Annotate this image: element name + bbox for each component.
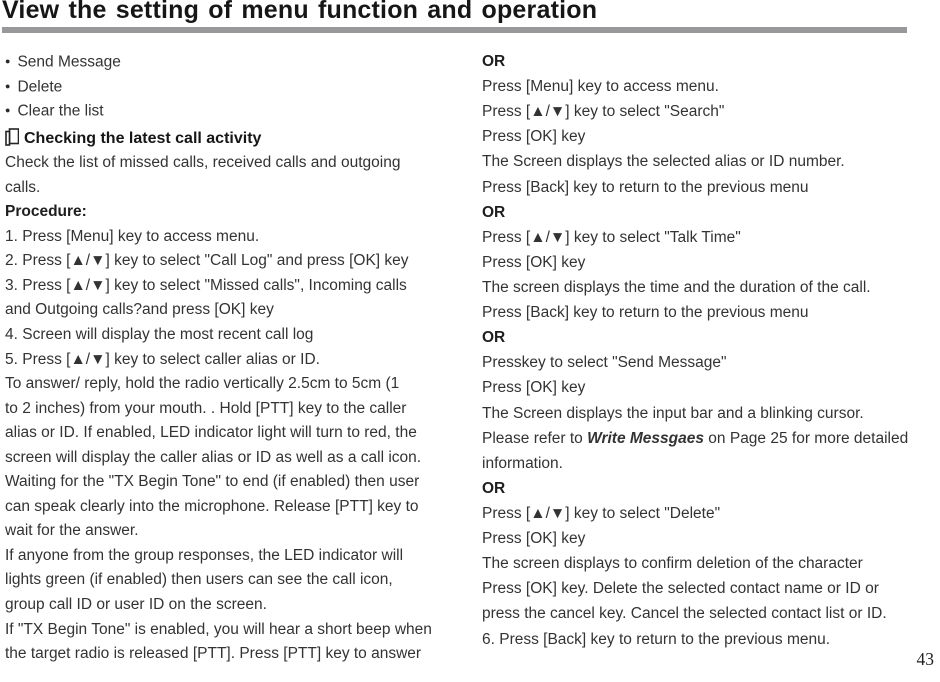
text-line: 3. Press [▲/▼] key to select "Missed cal… [5,276,407,294]
title-rule [2,27,907,33]
text-line: press the cancel key. Cancel the selecte… [482,605,887,623]
bullet-icon: ● [5,105,11,116]
or-divider-label: OR [482,329,506,347]
text-line: If "TX Begin Tone" is enabled, you will … [5,620,432,638]
or-divider-label: Procedure: [5,203,87,221]
bullet-list-item: ● Send Message [5,49,471,74]
text-line: 4. Screen will display the most recent c… [5,326,314,344]
text-line: and Outgoing calls?and press [OK] key [5,301,274,319]
text-line: Press [OK] key [482,530,586,548]
text-line: If anyone from the group responses, the … [5,546,404,564]
section-heading: Checking the latest call activity [5,127,471,152]
or-divider-label: OR [482,203,506,221]
text-line: lights green (if enabled) then users can… [5,571,393,589]
text-line: screen will display the caller alias or … [5,448,422,466]
text-run: on Page 25 for more detailed [704,429,909,447]
text-line: Waiting for the "TX Begin Tone" to end (… [5,473,420,491]
text-line: Press [OK] key. Delete the selected cont… [482,580,879,598]
text-line: Press [Back] key to return to the previo… [482,304,809,322]
text-line: To answer/ reply, hold the radio vertica… [5,375,400,393]
text-line: Press [Back] key to return to the previo… [482,178,809,196]
page-title: View the setting of menu function and op… [2,0,598,24]
text-line: wait for the answer. [5,522,139,540]
or-divider-label: OR [482,53,506,70]
text-line: Press [OK] key [482,128,586,146]
text-line: The screen displays the time and the dur… [482,278,871,296]
text-line: 2. Press [▲/▼] key to select "Call Log" … [5,252,409,270]
bullet-icon: ● [5,80,11,91]
text-line: alias or ID. If enabled, LED indicator l… [5,424,417,442]
text-line: information. [482,454,563,472]
text-line: 6. Press [Back] key to return to the pre… [482,630,831,648]
text-line: to 2 inches) from your mouth. . Hold [PT… [5,399,407,417]
bullet-list-item: ● Delete [5,74,471,99]
text-line: calls. [5,178,41,196]
text-run: Please refer to [482,429,588,447]
bullet-icon: ● [5,56,11,66]
text-line: The Screen displays the selected alias o… [482,153,845,171]
text-line: Presskey to select "Send Message" [482,354,727,372]
text-line: can speak clearly into the microphone. R… [5,497,419,515]
bullet-item-label: Send Message [17,53,121,71]
section-heading-label: Checking the latest call activity [24,129,262,147]
text-line: Press [▲/▼] key to select "Delete" [482,504,721,522]
or-divider-label: OR [482,479,506,497]
text-line: Press [Menu] key to access menu. [482,78,719,96]
text-line: The screen displays to confirm deletion … [482,555,863,573]
right-column: OR Press [Menu] key to access menu. Press … [482,49,938,652]
emphasized-reference: Write Messgaes [587,429,704,447]
text-line: 5. Press [▲/▼] key to select caller alia… [5,350,320,368]
text-line: Press [▲/▼] key to select "Search" [482,103,725,121]
bullet-list-item: ● Clear the list [5,98,471,123]
text-line: Press [OK] key [482,379,586,397]
text-line: the target radio is released [PTT]. Pres… [5,645,422,663]
page-number: 43 [916,649,935,669]
text-line: Check the list of missed calls, received… [5,154,401,172]
text-line: Press [▲/▼] key to select "Talk Time" [482,228,741,246]
bullet-item-label: Delete [17,78,63,96]
text-line: Please refer to Write Messgaes on Page 2… [482,426,938,451]
text-line: Press [OK] key [482,253,586,271]
text-line: The Screen displays the input bar and a … [482,404,864,422]
text-line: 1. Press [Menu] key to access menu. [5,227,260,245]
bullet-item-label: Clear the list [17,102,104,120]
text-line: group call ID or user ID on the screen. [5,596,267,614]
document-icon [5,127,20,146]
